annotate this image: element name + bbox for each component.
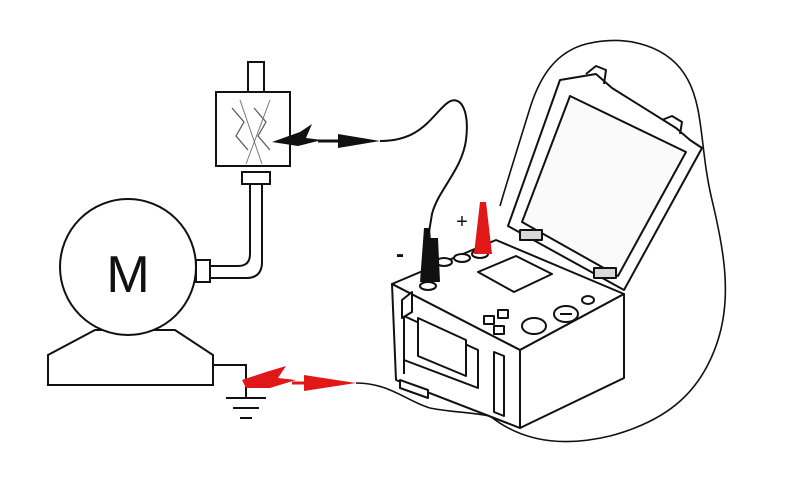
- red-test-lead: [242, 366, 491, 417]
- black-plug: [420, 228, 440, 282]
- insulation-tester: [391, 65, 703, 429]
- motor-conduit: [210, 171, 271, 279]
- motor: [47, 198, 214, 386]
- motor-terminal-box: [195, 259, 211, 283]
- tester-outline: [489, 39, 727, 443]
- black-test-lead: [272, 99, 468, 239]
- ground-connection: [212, 364, 266, 419]
- motor-label: M: [106, 246, 149, 304]
- black-probe-tip: [338, 134, 380, 148]
- tester-side: [519, 293, 625, 429]
- plus-label: +: [456, 211, 468, 233]
- tester-display: [477, 255, 553, 293]
- circuit-breaker: [215, 61, 291, 167]
- red-probe-tip: [304, 375, 356, 391]
- red-plug: [474, 202, 492, 254]
- ground-symbol: [226, 397, 266, 419]
- motor-base: [47, 329, 214, 386]
- minus-label: -: [396, 241, 404, 268]
- tester-lid-inner: [521, 95, 687, 277]
